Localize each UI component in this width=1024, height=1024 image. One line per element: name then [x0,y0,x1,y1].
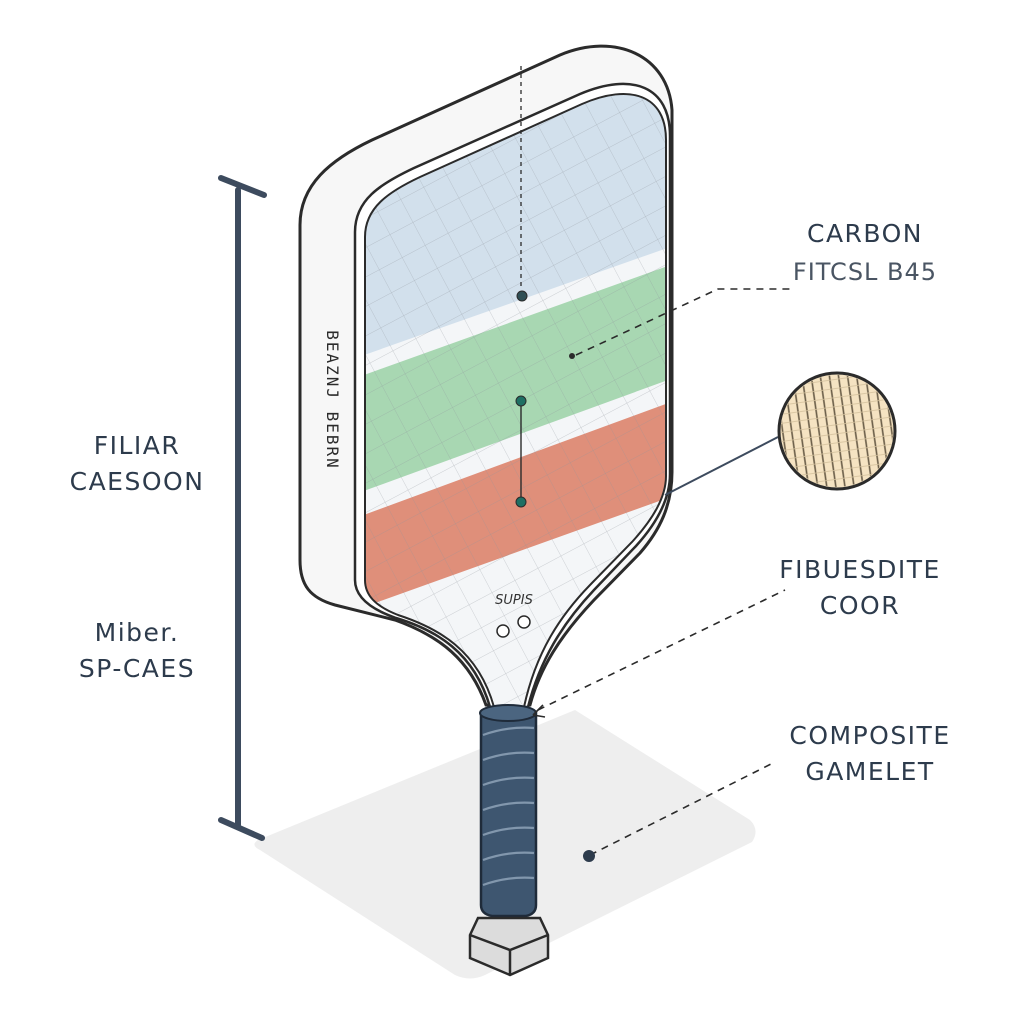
core-line-1: FIBUESDITE [779,555,941,584]
height-dimension-bar [218,175,267,841]
butt-cap [468,916,550,977]
core-line-2: COOR [819,591,901,620]
left-top-label: FILIAR CAESOON [52,428,222,500]
marker-top [516,290,528,302]
left-bottom-line-1: Miber. [94,618,180,647]
core-label: FIBUESDITE COOR [755,552,965,624]
carbon-label: CARBON [806,219,924,248]
face-button-right [517,615,531,629]
left-top-line-1: FILIAR [93,431,181,460]
carbon-leader [575,288,795,356]
composite-line-1: COMPOSITE [789,721,951,750]
swatch-leader [664,436,779,496]
edge-text: BEAZNJ BEBRN [323,330,342,470]
composite-label: COMPOSITE GAMELET [760,718,980,790]
marker-carbon [569,353,575,359]
handle-grip [479,704,538,918]
composite-leader [589,761,776,856]
composite-dot [583,850,595,862]
core-leader [537,589,786,711]
marker-green [515,395,527,407]
left-top-line-2: CAESOON [69,467,205,496]
marker-red [515,496,527,508]
left-bottom-line-2: SP-CAES [78,654,196,683]
left-bottom-label: Miber. SP-CAES [52,615,222,687]
composite-line-2: GAMELET [805,757,935,786]
face-button-left [496,624,510,638]
carbon-code-label: FITCSL B45 [792,258,938,286]
face-text: SUPIS [495,593,533,608]
